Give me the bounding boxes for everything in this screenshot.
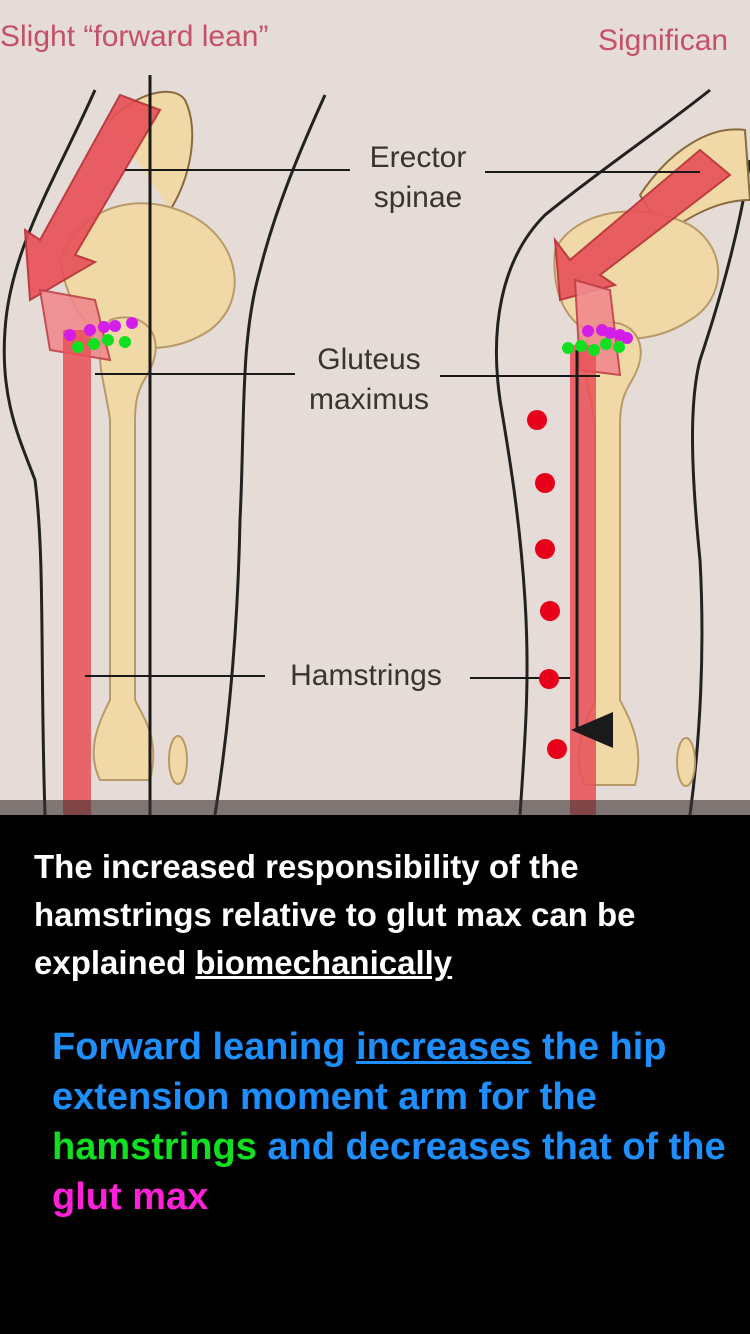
- label-gluteus-line1: Gluteus: [317, 343, 421, 376]
- label-erector-spinae: Erector spinae: [352, 138, 484, 218]
- anatomy-illustration: [0, 75, 750, 815]
- page-edge-shadow: [0, 800, 750, 815]
- header-right: Significan: [598, 24, 729, 57]
- label-gluteus-maximus: Gluteus maximus: [296, 340, 442, 420]
- anatomy-figure: Slight “forward lean” Significan Erector…: [0, 0, 750, 815]
- left-glut-max-markers: [64, 317, 138, 341]
- caption-2-glut-max: glut max: [52, 1176, 209, 1218]
- right-hamstrings-muscle: [570, 345, 596, 815]
- forward-lean-markers: [527, 410, 567, 759]
- caption-biomechanics: The increased responsibility of the hams…: [34, 843, 724, 987]
- caption-2-increases: increases: [356, 1026, 532, 1068]
- left-hamstrings-muscle: [63, 330, 91, 815]
- right-glut-max-markers: [582, 324, 633, 344]
- caption-2-part5: and decreases that of the: [256, 1126, 726, 1168]
- right-erector-arrow: [553, 148, 732, 302]
- left-body-outline-front: [213, 94, 327, 815]
- caption-2-part3: the hip extension moment arm for the: [52, 1026, 667, 1118]
- right-hamstrings-markers: [562, 338, 625, 356]
- caption-2-hamstrings: hamstrings: [52, 1126, 257, 1168]
- right-figure: [495, 88, 750, 815]
- caption-moment-arm: Forward leaning increases the hip extens…: [52, 1022, 732, 1222]
- caption-2-part1: Forward leaning: [52, 1026, 357, 1068]
- right-body-outline-front: [688, 159, 750, 815]
- left-erector-arrow: [23, 93, 162, 302]
- caption-1-text: The increased responsibility of the hams…: [34, 848, 636, 981]
- left-body-outline-back: [2, 89, 97, 815]
- header-left: Slight “forward lean”: [0, 20, 269, 53]
- caption-1-underlined: biomechanically: [195, 944, 453, 981]
- label-erector-line2: spinae: [373, 181, 463, 214]
- label-erector-line1: Erector: [369, 141, 467, 174]
- left-figure: [2, 75, 327, 815]
- left-femur: [92, 316, 157, 781]
- left-patella: [168, 735, 188, 785]
- left-hamstrings-markers: [72, 334, 131, 353]
- right-patella: [676, 737, 696, 787]
- label-hamstrings: Hamstrings: [290, 659, 442, 692]
- label-gluteus-line2: maximus: [308, 383, 429, 416]
- right-body-outline-back: [495, 88, 711, 815]
